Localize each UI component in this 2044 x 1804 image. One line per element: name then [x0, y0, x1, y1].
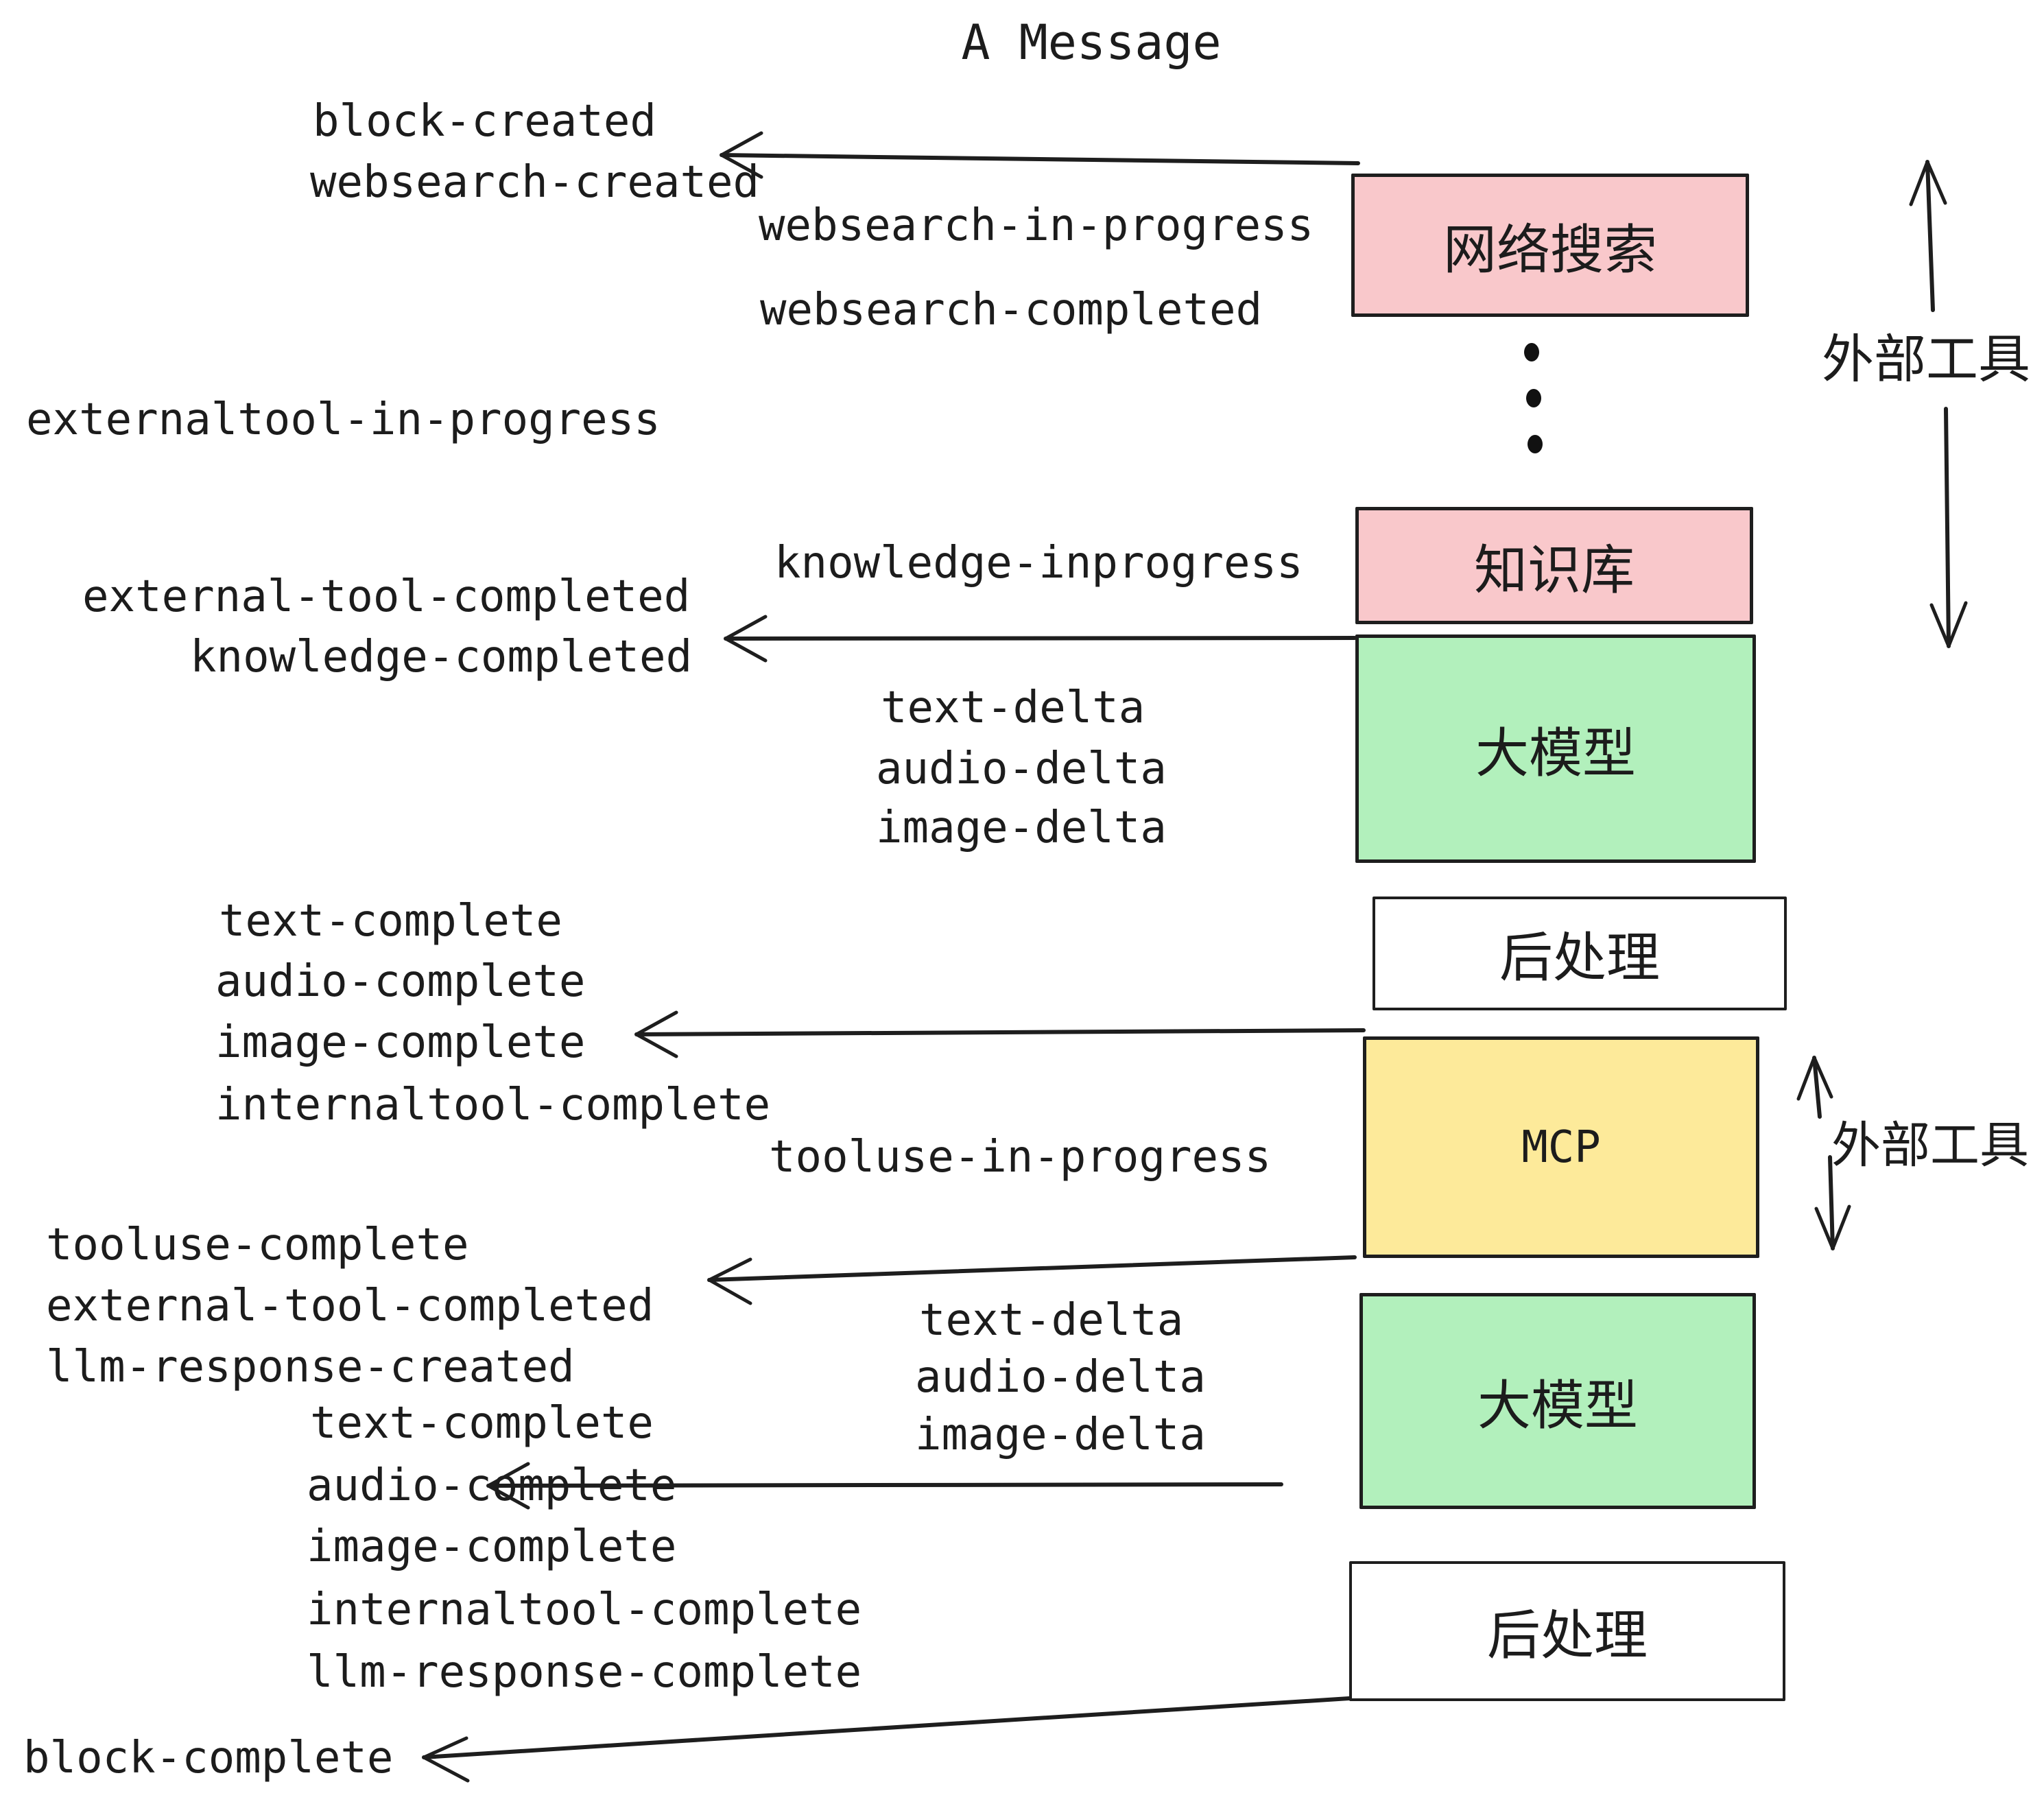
arrow-left-block-complete-icon — [422, 1696, 1351, 1783]
event-image-complete-1: image-complete — [215, 1017, 586, 1068]
event-audio-delta-2: audio-delta — [915, 1352, 1206, 1403]
node-llm-2: 大模型 — [1359, 1293, 1756, 1509]
external-tools-label-top: 外部工具 — [1822, 331, 2030, 389]
event-text-delta-1: text-delta — [881, 683, 1145, 733]
event-block-created: block-created — [313, 96, 656, 147]
node-llm-2-label: 大模型 — [1477, 1375, 1638, 1436]
event-image-complete-2: image-complete — [307, 1521, 677, 1572]
node-knowledge-base: 知识库 — [1355, 507, 1753, 624]
event-websearch-completed: websearch-completed — [760, 285, 1263, 335]
event-audio-complete-2: audio-complete — [307, 1460, 677, 1511]
event-externaltool-in-progress: externaltool-in-progress — [26, 394, 661, 445]
event-llm-response-created: llm-response-created — [46, 1342, 575, 1392]
arrow-left-image-complete-icon — [634, 1010, 1366, 1058]
ellipsis-dot — [1524, 343, 1539, 361]
arrow-down-external-tools-top-icon — [1929, 407, 1968, 648]
node-websearch: 网络搜索 — [1351, 174, 1749, 317]
event-internaltool-complete-2: internaltool-complete — [307, 1585, 862, 1635]
event-text-delta-2: text-delta — [919, 1295, 1184, 1346]
node-postprocess-2: 后处理 — [1349, 1561, 1785, 1701]
node-llm-1-label: 大模型 — [1475, 722, 1636, 783]
node-websearch-label: 网络搜索 — [1442, 219, 1657, 280]
event-audio-complete-1: audio-complete — [215, 956, 586, 1007]
arrow-up-external-tools-mcp-icon — [1796, 1056, 1833, 1119]
external-tools-label-mcp: 外部工具 — [1831, 1118, 2030, 1174]
diagram-title: A Message — [961, 14, 1222, 71]
node-llm-1: 大模型 — [1355, 634, 1756, 863]
event-text-complete-2: text-complete — [310, 1398, 654, 1449]
arrow-up-external-tools-top-icon — [1909, 160, 1947, 312]
ellipsis-dot — [1526, 389, 1541, 407]
event-image-delta-1: image-delta — [876, 803, 1167, 853]
event-knowledge-completed: knowledge-completed — [190, 632, 693, 683]
event-tooluse-in-progress: tooluse-in-progress — [769, 1132, 1272, 1183]
node-postprocess-2-label: 后处理 — [1486, 1605, 1648, 1665]
event-knowledge-inprogress: knowledge-inprogress — [774, 538, 1303, 589]
event-internaltool-complete-1: internaltool-complete — [215, 1080, 771, 1130]
arrow-left-knowledge-completed-icon — [724, 615, 1357, 663]
event-websearch-created: websearch-created — [310, 157, 760, 208]
arrow-left-websearch-created-icon — [720, 131, 1360, 179]
node-knowledge-base-label: 知识库 — [1473, 539, 1635, 600]
event-text-complete-1: text-complete — [219, 896, 562, 947]
event-block-complete: block-complete — [23, 1733, 394, 1783]
event-llm-response-complete: llm-response-complete — [307, 1647, 862, 1698]
node-postprocess-1: 后处理 — [1372, 897, 1787, 1010]
event-external-tool-completed-2: external-tool-completed — [46, 1281, 654, 1331]
event-audio-delta-1: audio-delta — [876, 744, 1167, 794]
node-mcp: MCP — [1363, 1036, 1759, 1258]
event-tooluse-complete: tooluse-complete — [46, 1220, 469, 1270]
node-postprocess-1-label: 后处理 — [1499, 927, 1660, 988]
node-mcp-label: MCP — [1521, 1121, 1601, 1173]
event-external-tool-completed-1: external-tool-completed — [82, 571, 691, 622]
ellipsis-dot — [1528, 435, 1543, 453]
event-websearch-in-progress: websearch-in-progress — [759, 200, 1314, 251]
event-image-delta-2: image-delta — [915, 1410, 1206, 1460]
